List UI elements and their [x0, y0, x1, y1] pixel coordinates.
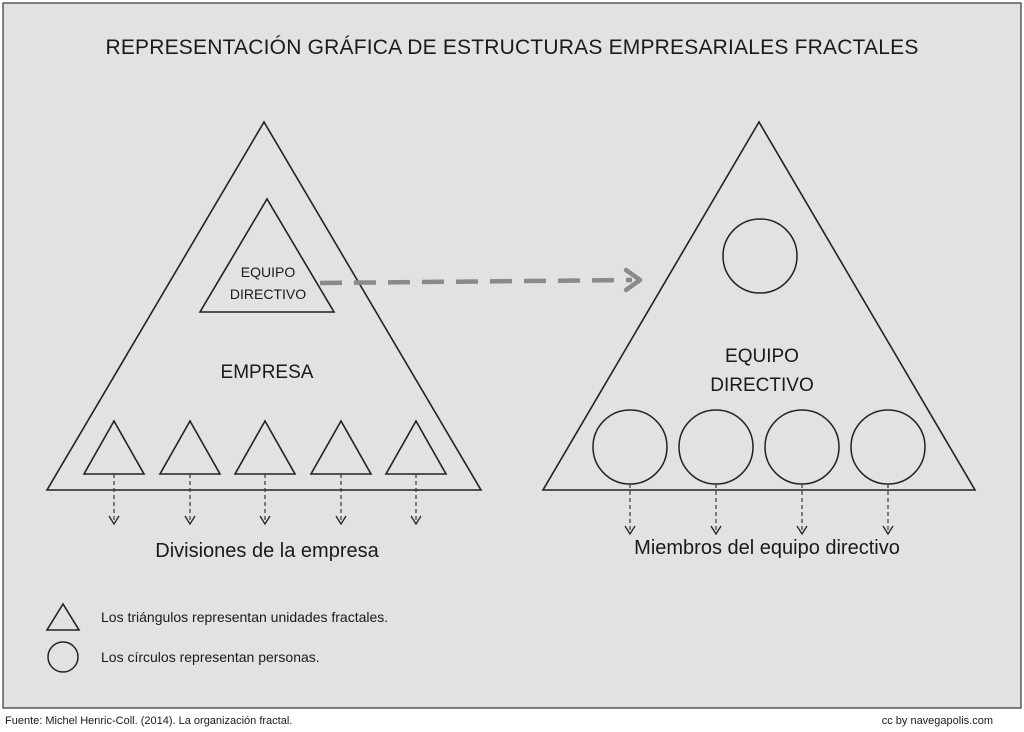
divisiones-caption: Divisiones de la empresa — [155, 540, 379, 562]
equipo-directivo-label-line1: EQUIPO — [241, 264, 296, 280]
footer-credit: cc by navegapolis.com — [882, 715, 993, 727]
member-arrow-4 — [882, 484, 894, 536]
miembros-caption: Miembros del equipo directivo — [634, 537, 900, 559]
division-arrow-1 — [108, 474, 120, 526]
empresa-structure: EQUIPO DIRECTIVO EMPRESA Divisiones de l — [45, 120, 483, 562]
equipo-directivo-main-label-line2: DIRECTIVO — [710, 375, 813, 396]
equipo-directivo-big-triangle — [541, 120, 977, 491]
equipo-directivo-main-label-line1: EQUIPO — [725, 346, 799, 367]
legend-circles-text: Los círculos representan personas. — [101, 649, 320, 665]
leader-person-circle — [722, 218, 798, 294]
legend-triangles-text: Los triángulos representan unidades frac… — [101, 609, 388, 625]
member-arrow-1 — [624, 484, 636, 536]
zoom-arrow — [319, 267, 643, 293]
legend-circle-icon — [47, 641, 79, 673]
member-arrow-3 — [796, 484, 808, 536]
diagram-title: REPRESENTACIÓN GRÁFICA DE ESTRUCTURAS EM… — [105, 36, 918, 59]
equipo-directivo-structure: EQUIPO DIRECTIVO Miembros del equipo dir… — [541, 120, 977, 559]
legend-triangle-icon — [45, 602, 81, 631]
equipo-directivo-triangle — [198, 197, 336, 313]
division-arrow-3 — [259, 474, 271, 526]
empresa-triangle — [45, 120, 483, 491]
empresa-label: EMPRESA — [221, 362, 314, 383]
division-arrow-5 — [410, 474, 422, 526]
division-arrow-4 — [335, 474, 347, 526]
footer-source: Fuente: Michel Henric-Coll. (2014). La o… — [5, 715, 292, 727]
legend: Los triángulos representan unidades frac… — [45, 602, 388, 673]
member-arrow-2 — [710, 484, 722, 536]
division-arrow-2 — [184, 474, 196, 526]
diagram-panel — [2, 2, 1022, 709]
equipo-directivo-label-line2: DIRECTIVO — [230, 286, 306, 302]
